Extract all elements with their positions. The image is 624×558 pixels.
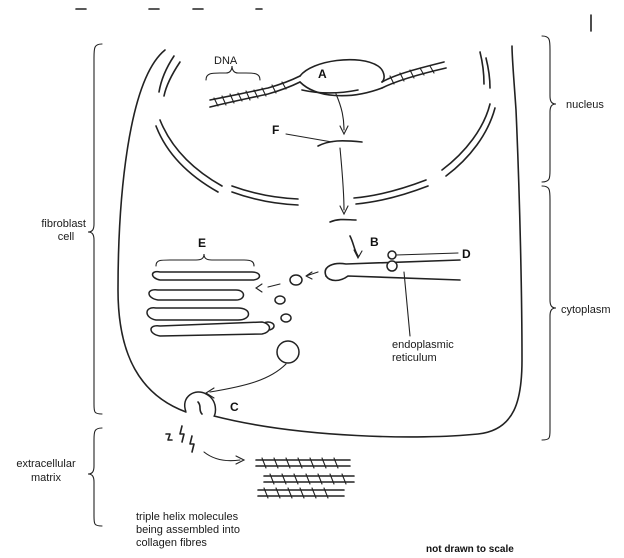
label-a: A: [318, 67, 327, 81]
label-ecm-2: matrix: [31, 472, 61, 484]
right-brackets: [542, 36, 556, 440]
label-e: E: [198, 236, 206, 250]
label-b: B: [370, 235, 379, 249]
label-d: D: [462, 247, 471, 261]
label-scale-note: not drawn to scale: [426, 544, 514, 555]
dna-bracket: [206, 66, 260, 80]
label-triple-1: triple helix molecules: [136, 511, 239, 523]
label-triple-2: being assembled into: [136, 524, 240, 536]
dna-strand: [210, 60, 446, 107]
collagen-fibres: [256, 458, 354, 498]
left-brackets: [88, 44, 102, 526]
golgi-apparatus: [147, 254, 270, 336]
transport-vesicles: [256, 272, 318, 363]
label-fibroblast-2: cell: [58, 231, 75, 243]
mrna-path: [286, 94, 362, 258]
cell-membrane: [118, 46, 522, 437]
label-cytoplasm: cytoplasm: [561, 304, 611, 316]
label-er-2: reticulum: [392, 352, 437, 364]
secreted-molecules: [166, 426, 244, 464]
secretion-arrow: [210, 364, 286, 392]
label-fibroblast-1: fibroblast: [41, 218, 86, 230]
label-c: C: [230, 400, 239, 414]
top-marks: [76, 9, 591, 31]
label-er-1: endoplasmic: [392, 339, 454, 351]
label-f: F: [272, 123, 279, 137]
label-ecm-1: extracellular: [16, 458, 76, 470]
label-dna: DNA: [214, 55, 238, 67]
rough-er: [325, 251, 460, 336]
label-nucleus: nucleus: [566, 99, 604, 111]
label-triple-3: collagen fibres: [136, 537, 207, 549]
